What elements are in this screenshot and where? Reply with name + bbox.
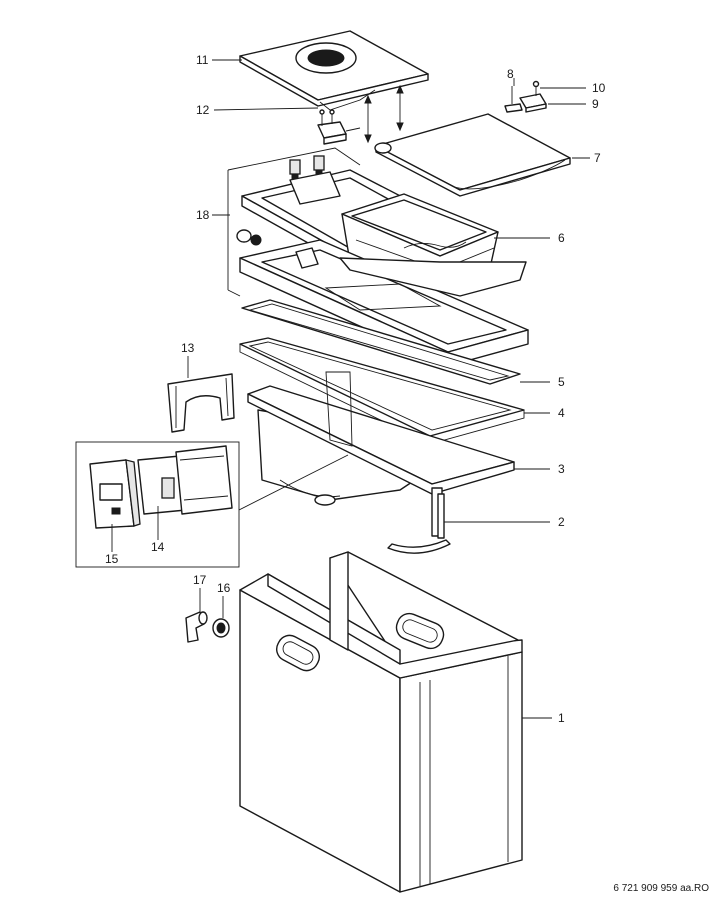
part-1-outer-housing xyxy=(239,551,523,893)
callout-5: 5 xyxy=(558,375,565,389)
callout-labels: 11 12 8 10 9 7 18 6 13 5 4 3 2 14 15 17 … xyxy=(105,53,606,725)
part-11-top-cover xyxy=(239,30,429,111)
callout-18: 18 xyxy=(196,208,210,222)
callout-14: 14 xyxy=(151,540,165,554)
part-9-hinge-block xyxy=(519,93,547,113)
callout-9: 9 xyxy=(592,97,599,111)
callout-17: 17 xyxy=(193,573,207,587)
callout-1: 1 xyxy=(558,711,565,725)
part-18-base-plate xyxy=(239,239,529,367)
callout-13: 13 xyxy=(181,341,195,355)
callout-16: 16 xyxy=(217,581,231,595)
part-7-lid xyxy=(374,113,571,197)
callout-3: 3 xyxy=(558,462,565,476)
callout-7: 7 xyxy=(594,151,601,165)
part-14-control-module xyxy=(137,445,233,515)
part-16-grommet xyxy=(212,618,230,638)
part-13-bracket xyxy=(167,373,235,433)
callout-11: 11 xyxy=(196,53,209,67)
callout-6: 6 xyxy=(558,231,565,245)
callout-8: 8 xyxy=(507,67,514,81)
part-17-elbow-fitting xyxy=(185,611,208,643)
assembly-arrows xyxy=(364,84,404,144)
callout-4: 4 xyxy=(558,406,565,420)
part-12-latch xyxy=(317,109,361,145)
leader-lines xyxy=(111,59,590,719)
part-8-pin xyxy=(504,86,523,113)
drawing-reference-id: 6 721 909 959 aa.RO xyxy=(613,883,709,894)
part-15-control-panel xyxy=(89,459,141,529)
callout-2: 2 xyxy=(558,515,565,529)
electronics-inset xyxy=(75,441,349,568)
callout-12: 12 xyxy=(196,103,210,117)
part-2-drain-fitting xyxy=(387,487,451,554)
callout-10: 10 xyxy=(592,81,606,95)
callout-15: 15 xyxy=(105,552,119,566)
part-10-screw xyxy=(532,80,540,96)
part-5-gasket xyxy=(241,299,521,385)
